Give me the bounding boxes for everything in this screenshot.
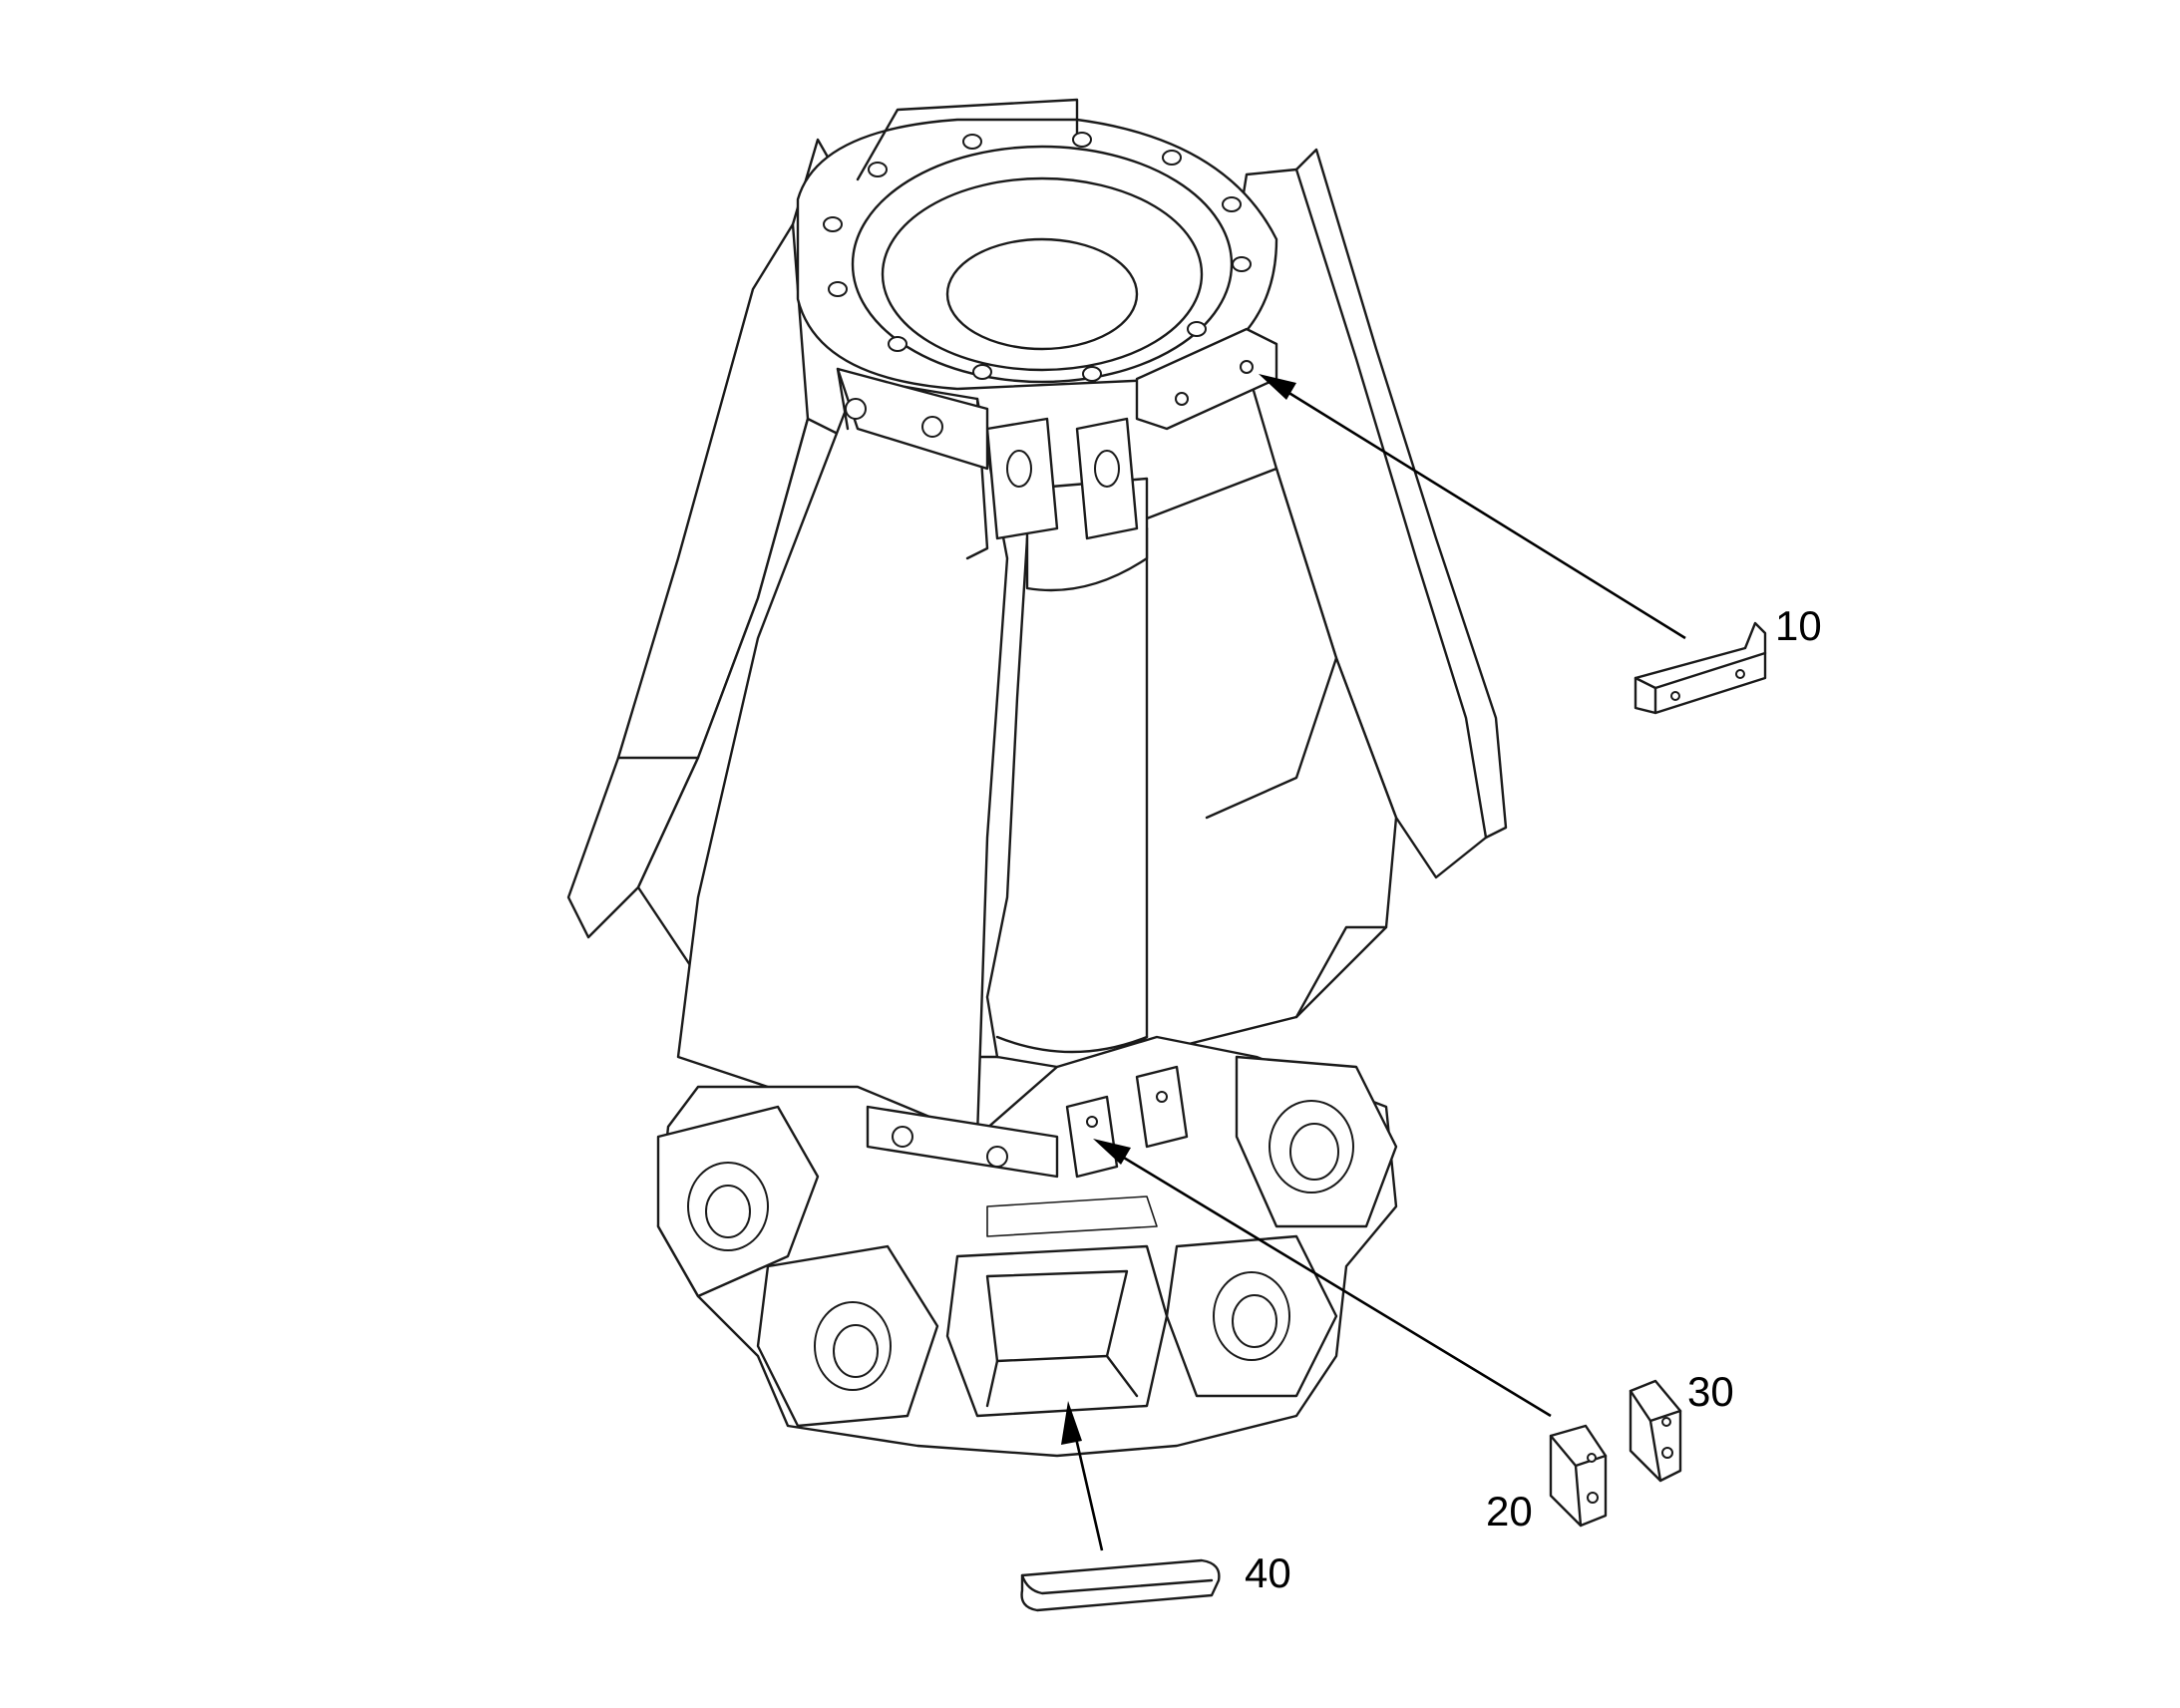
right-side-web (1225, 168, 1488, 879)
callout-10: 10 (1775, 602, 1822, 649)
flange-bore-deep (945, 237, 1139, 351)
part-30-lower-block (1629, 1379, 1682, 1483)
lower-bracket-30 (1135, 1065, 1189, 1149)
lower-bracket-20 (1065, 1095, 1119, 1179)
part-20-lower-block (1549, 1424, 1608, 1528)
part-40-bottom-wear-pad (1020, 1558, 1221, 1612)
arrow-20 (1108, 1147, 1552, 1418)
part-10-upper-wear-pad (1634, 621, 1767, 715)
callout-40: 40 (1245, 1549, 1291, 1596)
main-assembly (566, 98, 1508, 1458)
callout-labels: 10 20 30 40 (1245, 602, 1822, 1596)
callout-20: 20 (1486, 1488, 1533, 1535)
arrow-10 (1273, 382, 1686, 640)
flange-bolt-holes (823, 132, 1252, 382)
lower-left-tab (866, 1105, 1059, 1179)
callout-30: 30 (1687, 1368, 1734, 1415)
base-pocket (945, 1244, 1169, 1418)
leader-arrows (1061, 374, 1686, 1551)
arrow-40 (1070, 1420, 1104, 1551)
center-column (985, 526, 1149, 1069)
